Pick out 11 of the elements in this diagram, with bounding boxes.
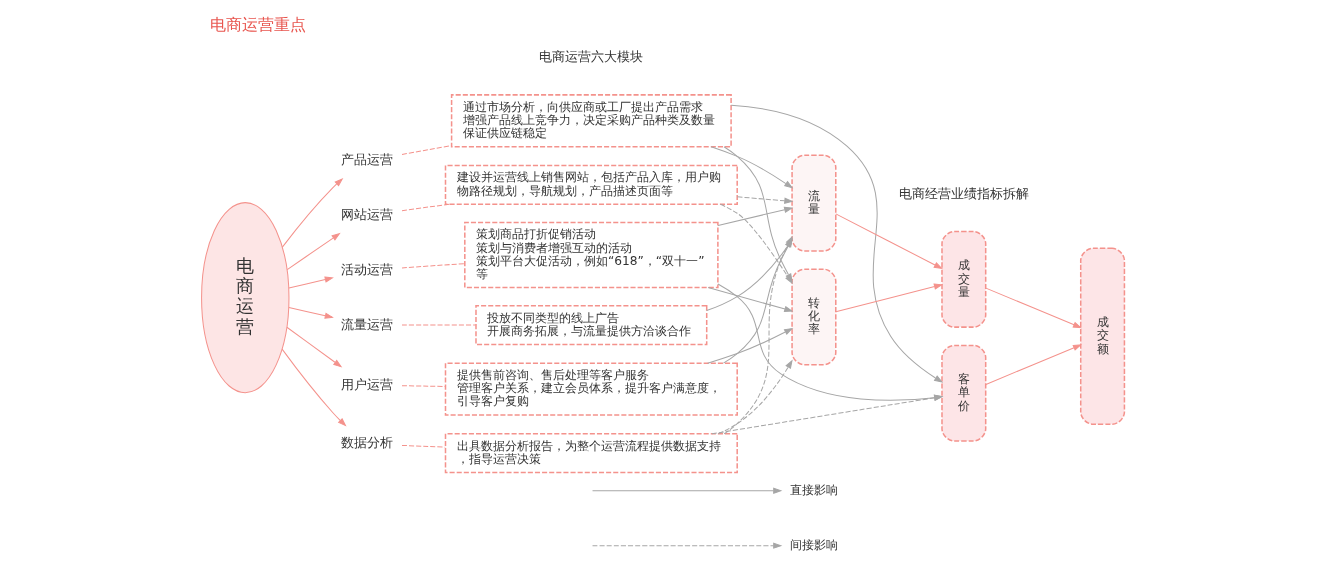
legend-label: 直接影响 [789, 482, 838, 497]
node-text: 流量运营 [340, 316, 393, 332]
label: 电商经营业绩指标拆解 [898, 185, 1029, 201]
legend-label: 间接影响 [789, 537, 838, 552]
node-text: 网站运营 [340, 206, 393, 222]
label: 电商运营六大模块 [538, 48, 643, 64]
node-text: 产品运营 [340, 151, 393, 167]
node-text: 数据分析 [340, 434, 393, 450]
node-text: 用户运营 [340, 376, 393, 392]
diagram-title: 电商运营重点 [209, 14, 306, 34]
node-text: 活动运营 [340, 261, 393, 277]
